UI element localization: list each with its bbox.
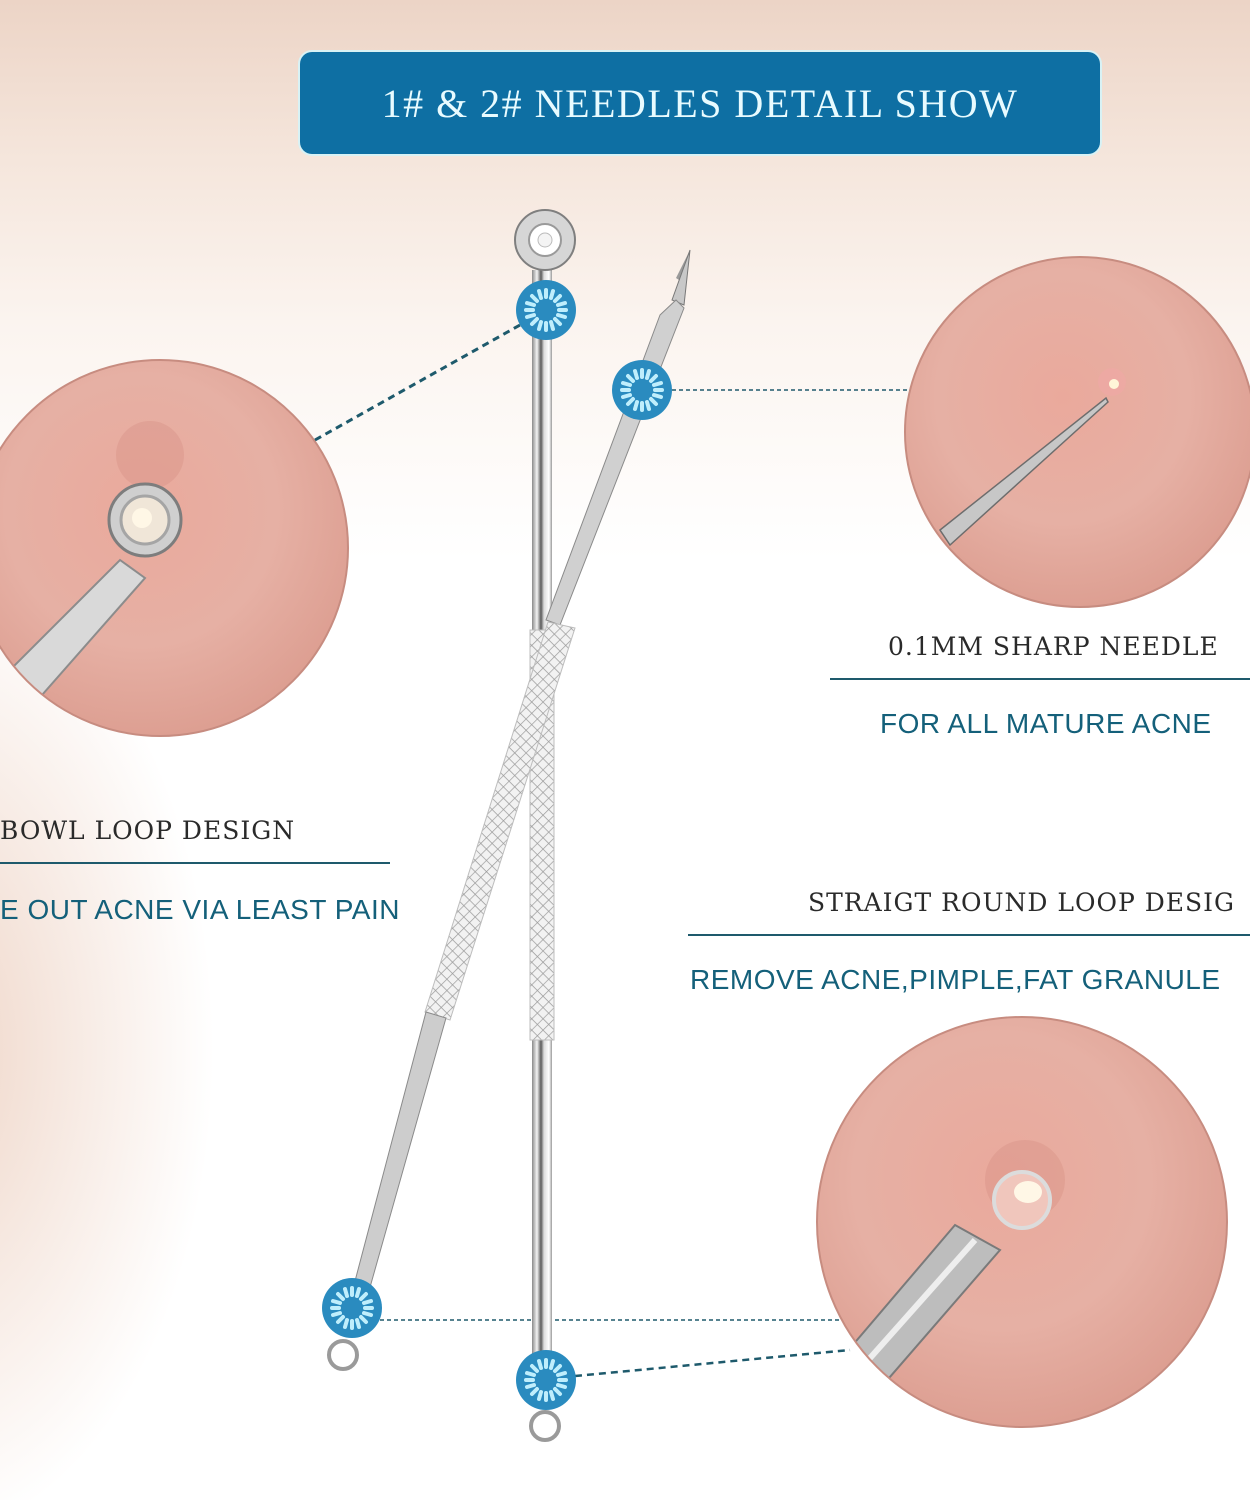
round-loop-subtitle: REMOVE ACNE,PIMPLE,FAT GRANULE: [690, 964, 1221, 995]
sharp-needle-divider: [830, 678, 1250, 680]
sharp-needle-title: 0.1MM SHARP NEEDLE: [888, 632, 1219, 661]
marker-dots: [322, 280, 672, 1410]
round-loop-closeup: [817, 1017, 1227, 1427]
sharp-needle-subtitle: FOR ALL MATURE ACNE: [880, 708, 1212, 739]
marker-loop-bottom: [516, 1350, 576, 1410]
round-loop-title: STRAIGT ROUND LOOP DESIG: [808, 888, 1236, 917]
bowl-loop-closeup: [0, 360, 348, 736]
sharp-needle-closeup: [905, 257, 1250, 607]
marker-bowl-top: [516, 280, 576, 340]
bowl-loop-title: BOWL LOOP DESIGN: [0, 816, 296, 845]
bowl-loop-subtitle: E OUT ACNE VIA LEAST PAIN: [0, 894, 400, 925]
marker-loop-left: [322, 1278, 382, 1338]
title-banner: 1# & 2# NEEDLES DETAIL SHOW: [300, 52, 1100, 154]
marker-needle-top: [612, 360, 672, 420]
connector-lines: [314, 323, 910, 1378]
banner-title: 1# & 2# NEEDLES DETAIL SHOW: [381, 80, 1019, 126]
bowl-loop-divider: [0, 862, 390, 864]
tool-1-straight: [514, 209, 576, 1442]
round-loop-divider: [688, 934, 1250, 936]
